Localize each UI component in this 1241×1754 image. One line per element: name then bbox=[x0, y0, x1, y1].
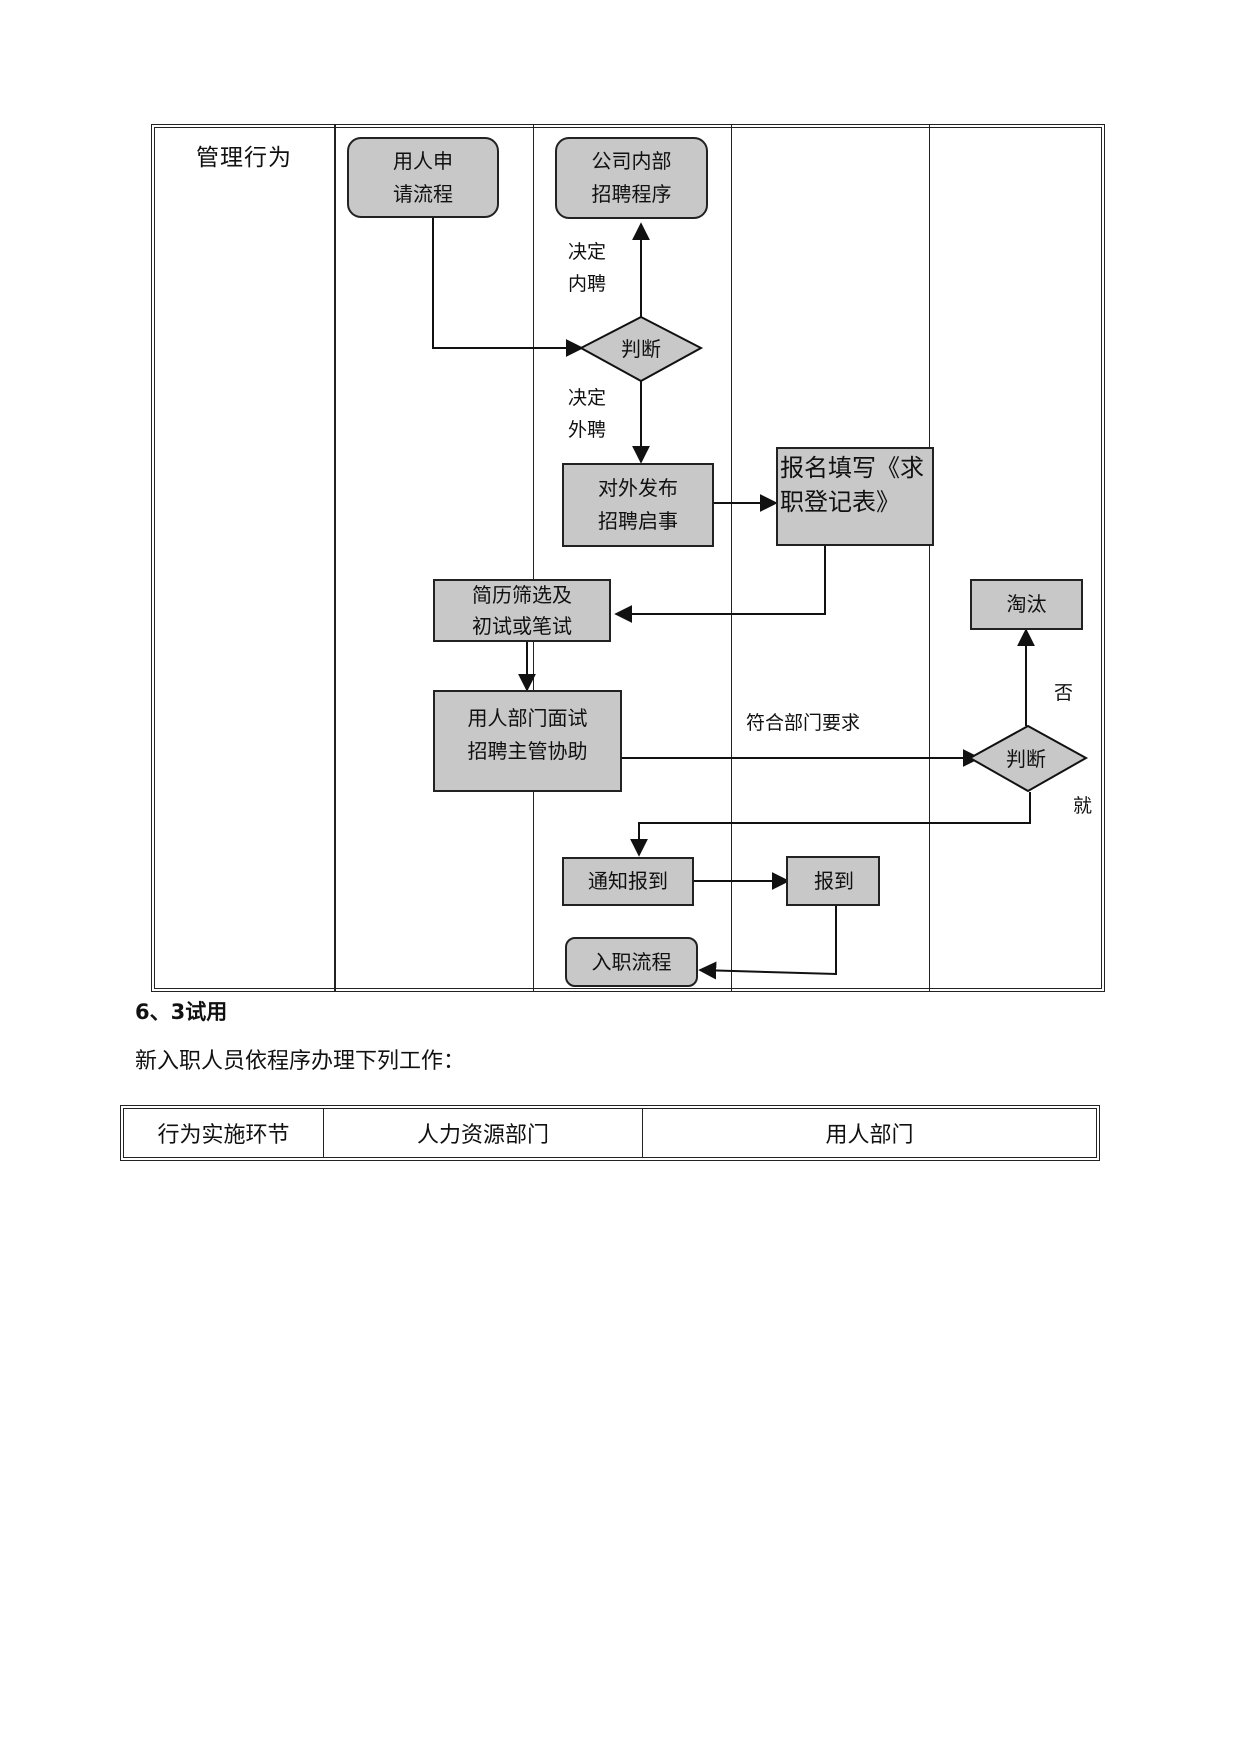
publish-notice-box: 对外发布 招聘启事 bbox=[562, 463, 714, 547]
eliminate-box: 淘汰 bbox=[970, 579, 1083, 630]
onboarding-box: 入职流程 bbox=[565, 937, 698, 987]
registration-form-box: 报名填写《求 职登记表》 bbox=[776, 447, 934, 546]
decision-1-label: 判断 bbox=[621, 337, 661, 361]
notify-report-box: 通知报到 bbox=[562, 857, 694, 906]
lane-divider bbox=[334, 124, 336, 992]
decision-diamond-2 bbox=[967, 724, 1089, 793]
table-header-cell: 用人部门 bbox=[642, 1108, 1097, 1158]
lane-divider bbox=[533, 124, 534, 992]
onboarding-text: 入职流程 bbox=[591, 949, 672, 974]
connector-report-to-onboard bbox=[698, 906, 837, 980]
screening-text: 简历筛选及 初试或笔试 bbox=[472, 582, 572, 638]
meets-requirements-label: 符合部门要求 bbox=[746, 712, 861, 734]
screening-box: 简历筛选及 初试或笔试 bbox=[433, 579, 611, 642]
connector-register-to-screen bbox=[614, 546, 826, 623]
table-header-row: 行为实施环节 人力资源部门 用人部门 bbox=[123, 1108, 1097, 1158]
table-header-cell: 行为实施环节 bbox=[123, 1108, 324, 1158]
connector-judge-to-notify bbox=[630, 792, 1031, 857]
lane-title: 管理行为 bbox=[196, 145, 292, 171]
external-hire-label: 决定 外聘 bbox=[568, 387, 607, 441]
decision-diamond-1 bbox=[578, 315, 704, 383]
connector-apply-to-judge bbox=[432, 217, 584, 357]
report-box: 报到 bbox=[786, 856, 880, 906]
notify-report-text: 通知报到 bbox=[588, 869, 668, 893]
registration-form-text: 报名填写《求 职登记表》 bbox=[780, 454, 924, 516]
interview-box: 用人部门面试 招聘主管协助 bbox=[433, 690, 622, 792]
internal-recruit-box: 公司内部 招聘程序 bbox=[555, 137, 708, 219]
no-label: 否 bbox=[1054, 682, 1074, 704]
section-intro: 新入职人员依程序办理下列工作： bbox=[135, 1049, 466, 1074]
lane-divider bbox=[929, 124, 930, 992]
eliminate-text: 淘汰 bbox=[1006, 592, 1047, 616]
yes-label: 就 bbox=[1073, 795, 1093, 817]
report-text: 报到 bbox=[814, 868, 854, 893]
table-header-cell: 人力资源部门 bbox=[323, 1108, 643, 1158]
lane-divider bbox=[731, 124, 732, 992]
flowchart-frame bbox=[151, 124, 1105, 992]
apply-process-box: 用人申 请流程 bbox=[347, 137, 499, 218]
internal-recruit-text: 公司内部 招聘程序 bbox=[591, 149, 672, 206]
trial-period-table: 行为实施环节 人力资源部门 用人部门 bbox=[120, 1105, 1100, 1161]
section-heading: 6、3试用 bbox=[135, 1000, 228, 1024]
interview-text: 用人部门面试 招聘主管协助 bbox=[467, 706, 588, 763]
apply-process-text: 用人申 请流程 bbox=[393, 148, 453, 206]
decision-2-label: 判断 bbox=[1006, 747, 1046, 771]
publish-notice-text: 对外发布 招聘启事 bbox=[598, 476, 678, 533]
internal-hire-label: 决定 内聘 bbox=[568, 241, 607, 295]
